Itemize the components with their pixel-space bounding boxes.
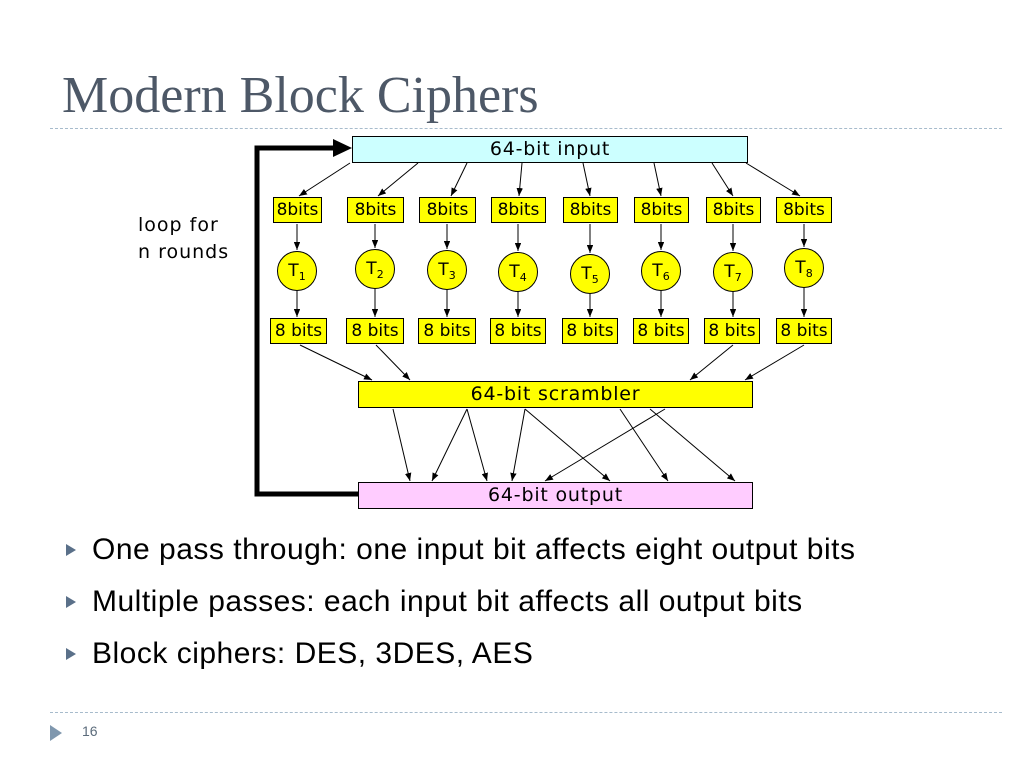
chunk-to-scrambler-arrows xyxy=(299,344,805,381)
slide-title: Modern Block Ciphers xyxy=(62,67,539,124)
input-chunk-box: 8bits xyxy=(563,197,618,223)
loop-label: loop for n rounds xyxy=(138,212,229,266)
transform-letter: T xyxy=(652,261,663,281)
input-chunk-box: 8bits xyxy=(273,197,322,223)
arrow xyxy=(744,344,805,381)
footer-divider xyxy=(50,712,1002,713)
arrow xyxy=(392,408,412,482)
arrow xyxy=(544,408,666,482)
input-chunk-box: 8bits xyxy=(706,197,761,223)
bullet-item: One pass through: one input bit affects … xyxy=(0,532,1000,568)
transform-circle: T3 xyxy=(427,250,467,290)
transform-index: 3 xyxy=(448,269,456,282)
arrow xyxy=(375,344,411,381)
input-chunk-box: 8bits xyxy=(634,197,689,223)
bullet-text: Multiple passes: each input bit affects … xyxy=(92,585,803,618)
output-chunk-box: 8 bits xyxy=(270,318,327,344)
title-divider xyxy=(50,128,1002,129)
loop-label-line: n rounds xyxy=(138,241,230,263)
output-block-box: 64-bit output xyxy=(358,482,753,509)
output-chunk-box: 8 bits xyxy=(346,318,404,344)
scrambler-box: 64-bit scrambler xyxy=(358,381,753,408)
transform-index: 6 xyxy=(662,270,670,283)
bullet-text: Block ciphers: DES, 3DES, AES xyxy=(92,637,534,670)
arrow xyxy=(745,162,801,197)
scrambler-to-output-arrows xyxy=(392,408,736,482)
arrow xyxy=(299,344,373,381)
triangle-right-icon xyxy=(66,544,76,556)
transform-circle: T1 xyxy=(277,251,317,291)
transform-circle: T4 xyxy=(498,252,538,292)
bullet-text: One pass through: one input bit affects … xyxy=(92,533,856,566)
bullet-item: Multiple passes: each input bit affects … xyxy=(0,584,1000,620)
output-chunk-box: 8 bits xyxy=(562,318,618,344)
arrow xyxy=(649,408,736,482)
arrow xyxy=(582,162,592,197)
transform-letter: T xyxy=(438,260,449,280)
transform-index: 1 xyxy=(298,270,306,283)
arrow xyxy=(689,344,734,381)
input-chunk-box: 8bits xyxy=(419,197,476,223)
page-number: 16 xyxy=(82,723,98,739)
arrow xyxy=(653,162,663,197)
arrow xyxy=(711,162,734,197)
input-chunk-box: 8bits xyxy=(491,197,546,223)
transform-circle: T5 xyxy=(570,254,610,294)
arrow xyxy=(466,408,488,482)
arrow xyxy=(524,408,611,482)
transform-letter: T xyxy=(795,258,806,278)
input-block-box: 64-bit input xyxy=(352,136,748,163)
output-chunk-box: 8 bits xyxy=(776,318,832,344)
transform-letter: T xyxy=(724,262,735,282)
arrow xyxy=(516,162,523,197)
arrow xyxy=(377,162,419,197)
transform-circle: T8 xyxy=(784,248,824,288)
transform-letter: T xyxy=(581,264,592,284)
arrow xyxy=(298,162,351,197)
transform-index: 2 xyxy=(376,268,384,281)
transform-index: 8 xyxy=(805,267,813,280)
output-chunk-box: 8 bits xyxy=(704,318,760,344)
output-chunk-box: 8 bits xyxy=(490,318,546,344)
transform-index: 4 xyxy=(519,271,527,284)
loop-arrow xyxy=(254,139,358,497)
arrow xyxy=(619,408,669,482)
loop-label-line: loop for xyxy=(138,214,219,236)
transform-circle: T6 xyxy=(641,251,681,291)
bullet-item: Block ciphers: DES, 3DES, AES xyxy=(0,636,1000,672)
triangle-right-icon xyxy=(50,725,62,741)
transform-letter: T xyxy=(509,262,520,282)
arrow xyxy=(450,162,468,197)
output-chunk-box: 8 bits xyxy=(633,318,689,344)
triangle-right-icon xyxy=(66,648,76,660)
input-chunk-box: 8bits xyxy=(347,197,404,223)
transform-index: 5 xyxy=(591,273,599,286)
loop-arrow-head xyxy=(333,139,352,157)
transform-letter: T xyxy=(288,261,299,281)
transform-letter: T xyxy=(366,259,377,279)
transform-to-chunk-arrows xyxy=(293,288,808,317)
triangle-right-icon xyxy=(66,596,76,608)
transform-circle: T2 xyxy=(355,249,395,289)
output-chunk-box: 8 bits xyxy=(418,318,476,344)
input-split-arrows xyxy=(298,162,801,197)
transform-circle: T7 xyxy=(713,252,753,292)
transform-index: 7 xyxy=(734,271,742,284)
arrow xyxy=(510,408,526,482)
input-chunk-box: 8bits xyxy=(776,197,832,223)
arrow xyxy=(431,408,468,482)
